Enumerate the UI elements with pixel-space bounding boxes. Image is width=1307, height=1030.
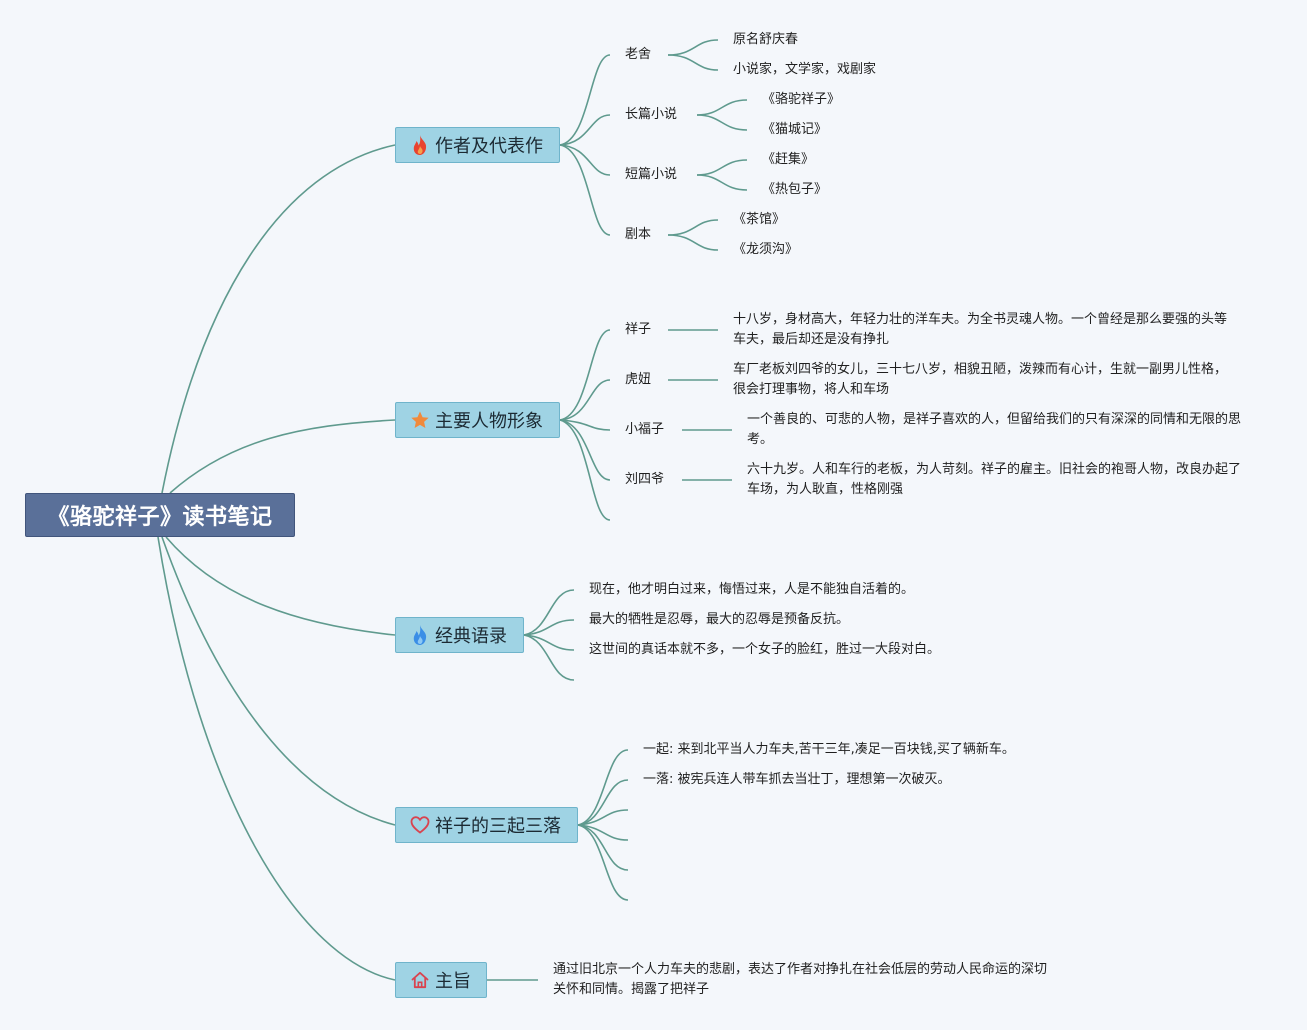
topic-character-name[interactable]: 刘四爷 — [625, 472, 665, 487]
connector — [577, 824, 629, 871]
connector — [577, 749, 629, 826]
connector — [169, 419, 396, 494]
connector — [157, 536, 396, 981]
topic-novels[interactable]: 长篇小说 — [625, 107, 678, 122]
star-icon — [411, 411, 429, 428]
connector — [559, 379, 611, 421]
connector — [577, 779, 629, 826]
connector — [161, 144, 396, 494]
connector — [696, 159, 748, 176]
connector — [577, 824, 629, 901]
branch-ups-downs[interactable]: 祥子的三起三落 — [395, 807, 578, 843]
branch-label: 祥子的三起三落 — [435, 816, 561, 837]
connector — [161, 536, 396, 826]
leaf-text[interactable]: 小说家，文学家，戏剧家 — [733, 62, 877, 77]
leaf-text[interactable]: 十八岁，身材高大，年轻力壮的洋车夫。为全书灵魂人物。一个曾经是那么要强的头等车夫… — [733, 312, 1228, 347]
leaf-text[interactable]: 《龙须沟》 — [733, 242, 799, 257]
flame-drop-icon — [413, 625, 427, 645]
leaf-text[interactable]: 《赶集》 — [762, 152, 815, 167]
topic-character-name[interactable]: 小福子 — [625, 422, 665, 437]
connector — [667, 219, 719, 236]
connector — [559, 419, 611, 481]
leaf-text[interactable]: 《茶馆》 — [733, 212, 786, 227]
connector — [523, 634, 575, 651]
branch-author[interactable]: 作者及代表作 — [395, 127, 560, 163]
leaf-text[interactable]: 六十九岁。人和车行的老板，为人苛刻。祥子的雇主。旧社会的袍哥人物，改良办起了车场… — [747, 462, 1242, 497]
connector — [165, 536, 396, 636]
connector — [696, 99, 748, 116]
leaf-text[interactable]: 《骆驼祥子》 — [762, 92, 841, 107]
leaf-text[interactable]: 一个善良的、可悲的人物，是祥子喜欢的人，但留给我们的只有深深的同情和无限的思考。 — [747, 412, 1242, 447]
connector — [667, 234, 719, 251]
leaf-text[interactable]: 现在，他才明白过来，悔悟过来，人是不能独自活着的。 — [589, 582, 915, 597]
leaf-text[interactable]: 通过旧北京一个人力车夫的悲剧，表达了作者对挣扎在社会低层的劳动人民命运的深切关怀… — [553, 962, 1048, 997]
topic-plays[interactable]: 剧本 — [625, 227, 652, 242]
connector — [559, 144, 611, 176]
leaf-text[interactable]: 原名舒庆春 — [733, 32, 799, 47]
branch-label: 主要人物形象 — [435, 411, 543, 432]
connector — [577, 809, 629, 826]
leaf-text[interactable]: 《热包子》 — [762, 182, 828, 197]
leaf-text[interactable]: 一起: 来到北平当人力车夫,苦干三年,凑足一百块钱,买了辆新车。 — [643, 742, 1015, 757]
connector — [523, 589, 575, 636]
leaf-text[interactable]: 《猫城记》 — [762, 122, 828, 137]
branch-quotes[interactable]: 经典语录 — [395, 617, 524, 653]
connector — [696, 174, 748, 191]
connector — [559, 114, 611, 146]
topic-laoshe[interactable]: 老舍 — [625, 47, 652, 62]
branch-label: 经典语录 — [435, 626, 507, 647]
leaf-text[interactable]: 这世间的真话本就不多，一个女子的脸红，胜过一大段对白。 — [589, 642, 941, 657]
fire-icon — [413, 135, 427, 155]
leaf-text[interactable]: 一落: 被宪兵连人带车抓去当壮丁，理想第一次破灭。 — [643, 772, 951, 787]
heart-icon — [410, 816, 430, 834]
home-icon — [411, 971, 429, 989]
connector — [559, 419, 611, 521]
branch-theme[interactable]: 主旨 — [395, 962, 487, 998]
topic-character-name[interactable]: 祥子 — [625, 322, 652, 337]
connector — [559, 329, 611, 421]
connector — [667, 54, 719, 71]
connector — [559, 144, 611, 236]
connector — [523, 619, 575, 636]
topic-stories[interactable]: 短篇小说 — [625, 167, 678, 182]
leaf-text[interactable]: 最大的牺牲是忍辱，最大的忍辱是预备反抗。 — [589, 612, 850, 627]
topic-character-name[interactable]: 虎妞 — [625, 372, 652, 387]
connector — [523, 634, 575, 681]
connector — [696, 114, 748, 131]
branch-label: 主旨 — [435, 971, 471, 992]
branch-characters[interactable]: 主要人物形象 — [395, 402, 560, 438]
root-topic[interactable]: 《骆驼祥子》读书笔记 — [25, 493, 295, 537]
connector — [559, 419, 611, 431]
leaf-text[interactable]: 车厂老板刘四爷的女儿，三十七八岁，相貌丑陋，泼辣而有心计，生就一副男儿性格，很会… — [733, 362, 1228, 397]
connector — [667, 39, 719, 56]
connector — [559, 54, 611, 146]
branch-label: 作者及代表作 — [435, 136, 543, 157]
